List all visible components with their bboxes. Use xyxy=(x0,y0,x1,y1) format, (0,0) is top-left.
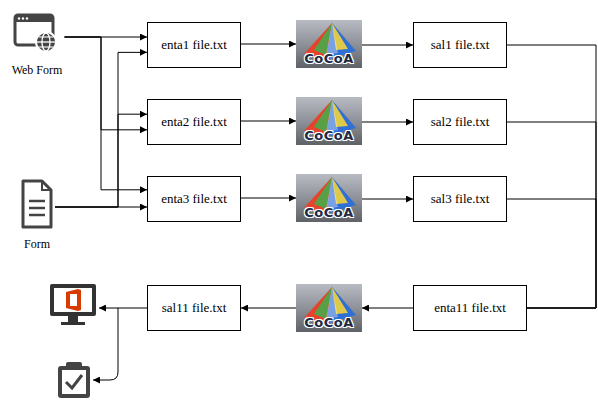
file-box: enta11 file.txt xyxy=(413,285,527,331)
file-box: enta1 file.txt xyxy=(147,22,241,68)
connector xyxy=(55,52,147,207)
connector xyxy=(507,45,596,308)
connector xyxy=(362,308,413,309)
file-box: enta2 file.txt xyxy=(147,99,241,145)
output-arrow xyxy=(99,308,147,309)
connector xyxy=(241,121,296,122)
logo-text: CoCoA xyxy=(304,128,354,145)
connector xyxy=(362,122,413,123)
file-name: enta1 file.txt xyxy=(161,37,227,53)
monitor-icon xyxy=(50,284,96,325)
input-icon: Web Form xyxy=(10,12,65,78)
file-name: sal1 file.txt xyxy=(431,37,490,53)
form-icon xyxy=(23,181,51,227)
file-name: enta11 file.txt xyxy=(434,300,506,316)
file-name: sal2 file.txt xyxy=(431,114,490,130)
connector xyxy=(65,37,148,190)
file-name: enta3 file.txt xyxy=(161,191,227,207)
logo-text: CoCoA xyxy=(304,51,354,68)
cocoa-logo: CoCoA xyxy=(296,174,362,222)
cocoa-logo: CoCoA xyxy=(296,284,362,332)
file-box: enta3 file.txt xyxy=(147,176,241,222)
cocoa-logo: CoCoA xyxy=(296,97,362,145)
input-icon: Form xyxy=(19,178,55,252)
output-arrow xyxy=(93,308,118,380)
web-form-icon xyxy=(15,15,56,52)
connector xyxy=(55,207,147,208)
checklist-icon xyxy=(58,362,90,398)
file-name: sal11 file.txt xyxy=(162,300,227,316)
connector xyxy=(241,308,296,309)
connector xyxy=(241,44,296,45)
icon-label: Form xyxy=(24,237,50,252)
logo-text: CoCoA xyxy=(304,205,354,222)
file-box: sal3 file.txt xyxy=(413,176,507,222)
file-box: sal11 file.txt xyxy=(147,285,241,331)
connector xyxy=(241,198,296,199)
connector xyxy=(55,114,147,207)
file-name: enta2 file.txt xyxy=(161,114,227,130)
cocoa-logo: CoCoA xyxy=(296,20,362,68)
file-box: sal1 file.txt xyxy=(413,22,507,68)
connector xyxy=(362,45,413,46)
icon-label: Web Form xyxy=(12,63,63,78)
file-box: sal2 file.txt xyxy=(413,99,507,145)
connector xyxy=(507,122,596,308)
logo-text: CoCoA xyxy=(304,315,354,332)
file-name: sal3 file.txt xyxy=(431,191,490,207)
connector xyxy=(362,199,413,200)
connector xyxy=(65,37,148,130)
